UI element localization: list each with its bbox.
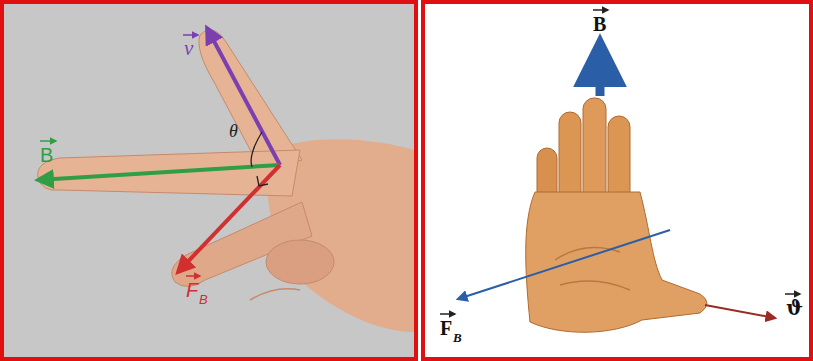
force-vector	[458, 230, 670, 299]
right-panel	[423, 2, 811, 359]
angle-symbol: θ	[229, 122, 238, 140]
field-vector	[38, 165, 280, 180]
vector-accent	[785, 293, 800, 295]
vector-symbol: F	[440, 318, 452, 338]
velocity-vector	[705, 305, 775, 318]
vector-accent	[183, 34, 198, 36]
open-hand	[526, 98, 707, 332]
force-vector	[178, 165, 280, 272]
vector-accent	[186, 275, 200, 277]
vector-symbol: ϑ	[786, 298, 803, 318]
right-angle-mark	[257, 176, 268, 186]
left-panel	[2, 2, 416, 359]
subscript: B	[453, 331, 462, 344]
angle-arc	[251, 132, 262, 167]
pointing-hand	[38, 30, 414, 332]
vector-symbol: v	[184, 38, 193, 59]
field-vector	[596, 44, 605, 96]
vector-accent	[40, 140, 56, 142]
vector-symbol: B	[593, 14, 606, 34]
vector-symbol: B	[40, 145, 53, 165]
vector-symbol: F	[186, 280, 198, 300]
subscript: B	[199, 293, 208, 306]
vector-accent	[440, 313, 455, 315]
vector-accent	[593, 9, 608, 11]
velocity-vector	[207, 28, 280, 165]
